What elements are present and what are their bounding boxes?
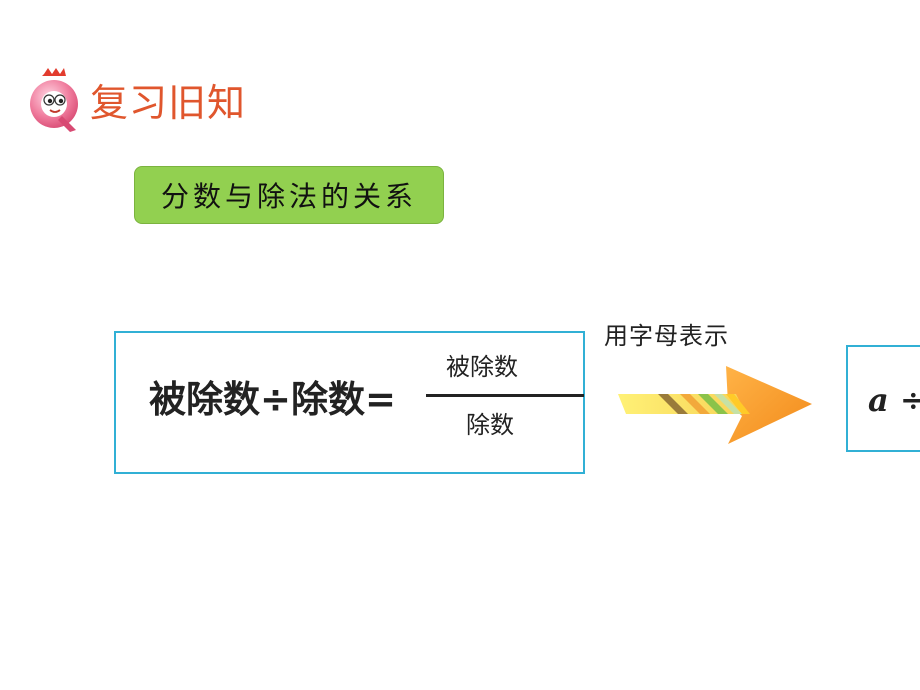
header-title: 复习旧知 (90, 81, 247, 125)
arrow-label: 用字母表示 (604, 322, 729, 350)
letter-formula-box: a ÷ (846, 345, 920, 452)
letter-formula: a ÷ (868, 381, 920, 419)
formula-box: 被除数÷除数= 被除数 除数 (114, 331, 585, 474)
right-arrow-icon (618, 366, 812, 444)
topic-badge: 分数与除法的关系 (134, 166, 444, 224)
q-mascot-icon (30, 68, 78, 132)
fraction-numerator: 被除数 (446, 353, 518, 381)
formula-left: 被除数÷除数= (149, 378, 397, 421)
fraction-denominator: 除数 (466, 411, 514, 439)
fraction-bar (426, 394, 584, 397)
